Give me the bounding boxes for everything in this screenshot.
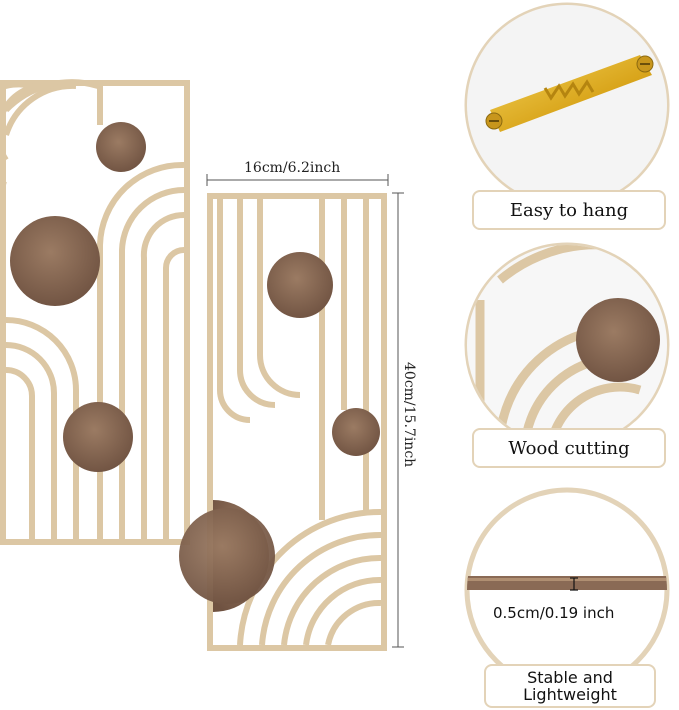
width-label: 16cm/6.2inch xyxy=(244,160,341,176)
width-dimension-line xyxy=(206,174,389,186)
wood-circle-top xyxy=(267,252,333,318)
detail-thickness xyxy=(464,487,670,693)
badge-easy-to-hang-label: Easy to hang xyxy=(509,199,629,221)
badge-wood-cutting: Wood cutting xyxy=(472,428,666,468)
detail-hanger xyxy=(464,2,670,208)
height-label: 40cm/15.7inch xyxy=(401,362,417,468)
left-wall-panel xyxy=(0,79,190,545)
right-wall-panel xyxy=(207,193,387,651)
detail-wood-cutting xyxy=(464,242,670,448)
thickness-label: 0.5cm/0.19 inch xyxy=(493,604,615,622)
badge-easy-to-hang: Easy to hang xyxy=(472,190,666,230)
wood-circle-large xyxy=(10,216,100,306)
badge-stable-lightweight-label: Stable and Lightweight xyxy=(523,668,617,704)
wood-circle-right xyxy=(332,408,380,456)
badge-wood-cutting-label: Wood cutting xyxy=(508,437,630,459)
wood-circle-small xyxy=(96,122,146,172)
wood-circle-medium xyxy=(63,402,133,472)
height-dimension-line xyxy=(392,192,404,648)
badge-stable-lightweight: Stable and Lightweight xyxy=(484,664,656,708)
